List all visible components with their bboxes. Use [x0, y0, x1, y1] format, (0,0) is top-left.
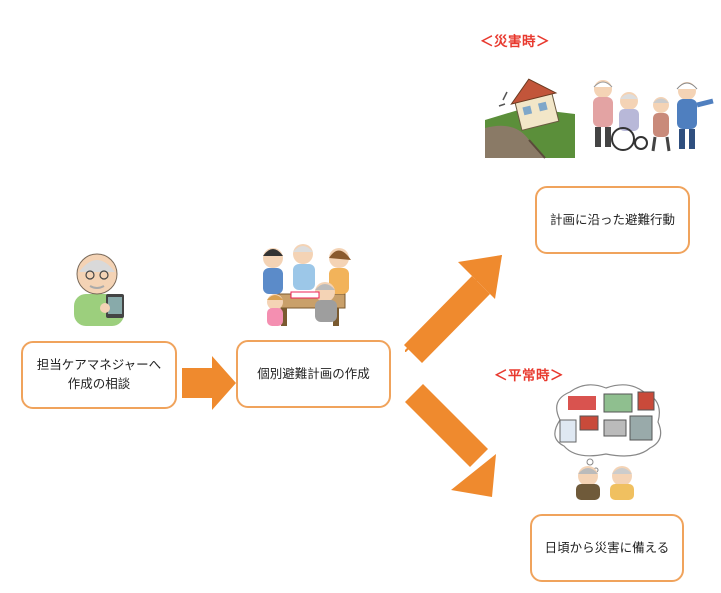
disaster-action-label: 計画に沿った避難行動 — [549, 211, 675, 227]
family-meeting-illustration — [263, 244, 351, 326]
preparedness-thought-bubble-illustration — [554, 384, 662, 500]
step-consult-line1: 担当ケアマネジャーへ — [36, 357, 162, 373]
arrow-to-normal-shaft — [405, 384, 488, 467]
arrow-step1-to-step2 — [182, 356, 236, 410]
disaster-heading: ＜災害時＞ — [480, 34, 550, 50]
normal-action-box: 日頃から災害に備える — [530, 514, 684, 582]
care-manager-tablet-illustration — [74, 253, 124, 326]
arrow-to-disaster-shaft — [404, 276, 490, 363]
normal-heading: ＜平常時＞ — [494, 368, 564, 384]
arrow-to-disaster-head — [458, 255, 502, 299]
collapsed-house-illustration — [485, 78, 575, 159]
disaster-action-box: 計画に沿った避難行動 — [535, 186, 690, 254]
normal-action-label: 日頃から災害に備える — [544, 539, 670, 555]
step-consult-care-manager: 担当ケアマネジャーへ 作成の相談 — [21, 341, 177, 409]
arrow-to-normal-head — [451, 454, 496, 497]
step-consult-line2: 作成の相談 — [67, 376, 131, 391]
evacuation-group-illustration — [593, 80, 714, 152]
step-create-plan: 個別避難計画の作成 — [236, 340, 391, 408]
step-create-plan-label: 個別避難計画の作成 — [257, 365, 370, 381]
